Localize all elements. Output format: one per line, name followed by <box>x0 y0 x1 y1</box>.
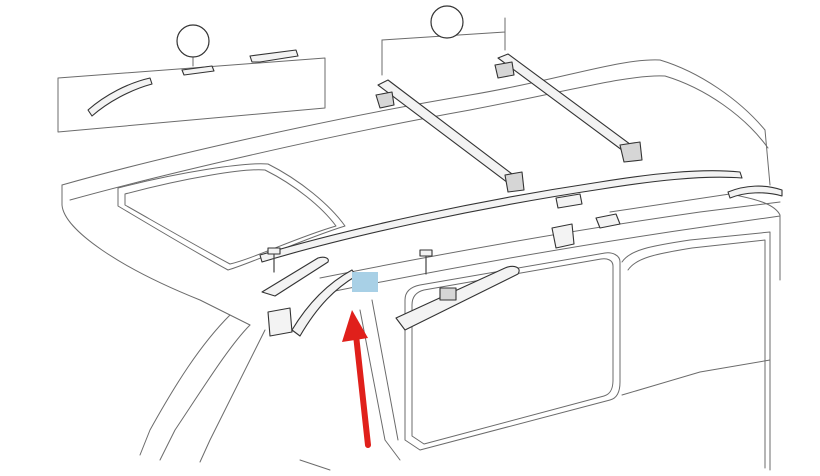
clip-part <box>181 65 215 76</box>
callout-circle-100 <box>430 5 464 39</box>
cover-part-30 <box>291 269 357 337</box>
callout-circle-10 <box>176 24 210 58</box>
foot-clip <box>439 287 457 301</box>
vehicle-outline <box>61 59 781 471</box>
red-arrow-indicator <box>342 310 371 448</box>
screw-part-50 <box>419 249 433 275</box>
front-end-trim-part <box>261 256 329 297</box>
end-cap-part <box>249 49 299 63</box>
rear-end-cap-part-40 <box>727 185 783 199</box>
roof-bar-rear <box>494 53 643 163</box>
roof-rail-part-5 <box>259 170 743 263</box>
screw-part-25 <box>267 247 281 273</box>
roof-foot-cover-part-45 <box>395 265 520 331</box>
part-label-30-highlight <box>352 272 378 292</box>
trim-strip-part <box>87 77 153 117</box>
callout-box-10 <box>57 24 326 133</box>
bracket-part-15 <box>267 307 293 337</box>
rail-bracket <box>555 193 583 209</box>
callout-box-100 <box>381 5 506 76</box>
cap-part-35 <box>595 213 621 229</box>
clip-part-20 <box>551 223 575 249</box>
roof-bar-front <box>375 79 525 193</box>
